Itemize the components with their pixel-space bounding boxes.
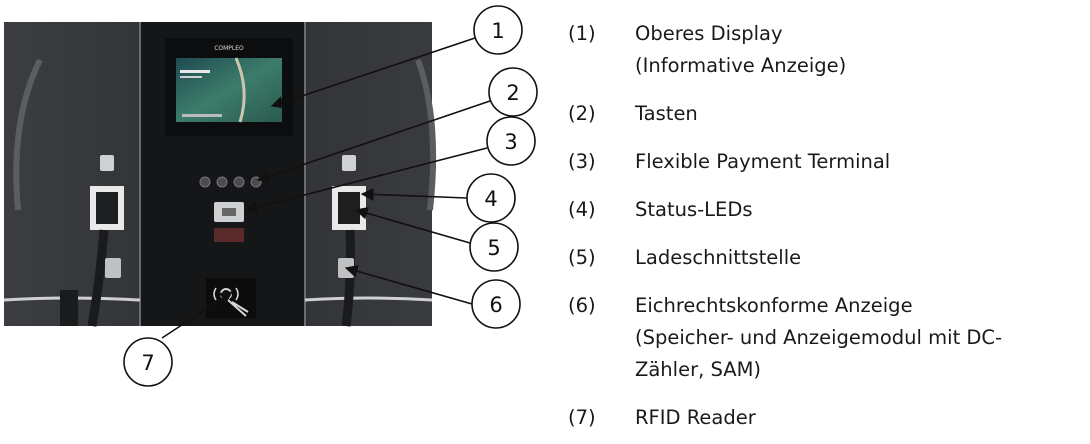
legend-number-5: (5) xyxy=(568,246,596,269)
display-brand: COMPLEO xyxy=(214,45,244,52)
legend-item-1: (1) Oberes Display (Informative Anzeige) xyxy=(568,18,1078,82)
legend-number-2: (2) xyxy=(568,102,596,125)
legend-number-1: (1) xyxy=(568,22,596,45)
charging-station-figure: COMPLEO xyxy=(3,5,538,387)
callout-4-label: 4 xyxy=(484,187,497,211)
legend-text-2-line-1: Tasten xyxy=(635,102,698,125)
payment-terminal[interactable] xyxy=(214,202,244,242)
callout-2-label: 2 xyxy=(506,81,519,105)
callout-3-label: 3 xyxy=(504,130,517,154)
legend-item-4: (4) Status-LEDs xyxy=(568,194,1078,226)
key-4[interactable] xyxy=(250,176,262,188)
legend-text-6-line-1: Eichrechtskonforme Anzeige xyxy=(635,294,913,317)
callout-3: 3 xyxy=(486,116,536,166)
callout-4: 4 xyxy=(466,173,516,223)
legend-number-4: (4) xyxy=(568,198,596,221)
callout-5: 5 xyxy=(469,222,519,272)
legend-text-3-line-1: Flexible Payment Terminal xyxy=(635,150,891,173)
left-connector xyxy=(60,155,124,327)
legend-item-7: (7) RFID Reader xyxy=(568,402,1078,434)
callout-1-label: 1 xyxy=(491,19,504,43)
leader-lines xyxy=(161,37,491,339)
legend-number-7: (7) xyxy=(568,406,596,429)
upper-display: COMPLEO xyxy=(165,38,293,136)
key-1[interactable] xyxy=(199,176,211,188)
callout-6: 6 xyxy=(471,279,521,329)
legend-text-1-line-2: (Informative Anzeige) xyxy=(635,54,847,77)
callout-6-label: 6 xyxy=(489,293,502,317)
legend: (1) Oberes Display (Informative Anzeige)… xyxy=(568,18,1078,434)
callout-7-label: 7 xyxy=(141,351,154,375)
legend-text-5-line-1: Ladeschnittstelle xyxy=(635,246,802,269)
callout-1: 1 xyxy=(473,5,523,55)
legend-item-3: (3) Flexible Payment Terminal xyxy=(568,146,1078,178)
legend-text-6-line-2: (Speicher- und Anzeigemodul mit DC- xyxy=(635,326,1003,349)
rfid-reader[interactable] xyxy=(206,278,256,318)
callout-5-label: 5 xyxy=(487,236,500,260)
legend-text-6-line-3: Zähler, SAM) xyxy=(635,358,762,381)
callouts: 1 2 3 4 5 6 7 xyxy=(123,5,538,387)
legend-number-6: (6) xyxy=(568,294,596,317)
legend-item-2: (2) Tasten xyxy=(568,98,1078,130)
legend-text-1-line-1: Oberes Display xyxy=(635,22,783,45)
legend-item-5: (5) Ladeschnittstelle xyxy=(568,242,1078,274)
callout-2: 2 xyxy=(488,67,538,117)
legend-text-7-line-1: RFID Reader xyxy=(635,406,756,429)
legend-item-6: (6) Eichrechtskonforme Anzeige (Speicher… xyxy=(568,290,1078,386)
legend-number-3: (3) xyxy=(568,150,596,173)
legend-text-4-line-1: Status-LEDs xyxy=(635,198,753,221)
key-2[interactable] xyxy=(216,176,228,188)
callout-7: 7 xyxy=(123,337,173,387)
key-3[interactable] xyxy=(233,176,245,188)
